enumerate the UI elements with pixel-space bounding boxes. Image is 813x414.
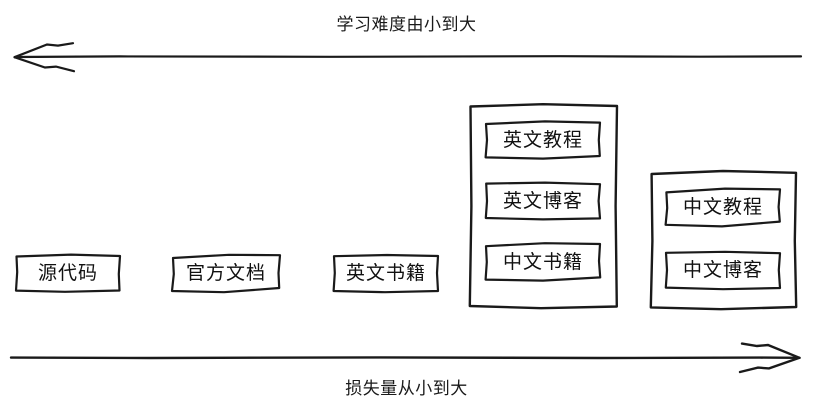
node-english-blog[interactable]: 英文博客: [483, 180, 603, 222]
node-chinese-tutorial[interactable]: 中文教程: [663, 186, 783, 229]
node-label: 官方文档: [185, 262, 266, 284]
arrow-left-icon: [13, 42, 803, 73]
group-english-resources: 英文教程 英文博客 中文书籍: [467, 102, 620, 310]
node-outline: [664, 187, 782, 228]
node-label: 中文博客: [682, 259, 763, 281]
node-outline: [14, 253, 122, 293]
node-source-code[interactable]: 源代码: [13, 252, 123, 294]
top-axis-arrow: [13, 42, 803, 73]
node-english-tutorial[interactable]: 英文教程: [483, 119, 603, 161]
node-outline: [484, 242, 602, 282]
node-label: 中文书籍: [502, 250, 583, 273]
node-label: 英文书籍: [345, 262, 426, 284]
arrow-right-icon: [9, 342, 801, 374]
node-label: 英文博客: [502, 189, 583, 212]
top-axis-label: 学习难度由小到大: [336, 15, 477, 35]
node-outline: [484, 181, 602, 221]
node-english-books[interactable]: 英文书籍: [331, 253, 441, 294]
group-chinese-resources: 中文教程 中文博客: [648, 169, 799, 311]
node-label: 源代码: [37, 261, 98, 284]
node-outline: [484, 120, 602, 160]
node-label: 中文教程: [682, 196, 763, 218]
node-outline: [170, 253, 282, 294]
bottom-axis-label: 损失量从小到大: [345, 379, 468, 399]
node-label: 英文教程: [502, 128, 583, 151]
node-chinese-blog[interactable]: 中文博客: [663, 249, 783, 292]
node-chinese-books[interactable]: 中文书籍: [483, 241, 603, 283]
node-outline: [332, 253, 440, 294]
node-official-docs[interactable]: 官方文档: [169, 252, 283, 295]
node-outline: [664, 250, 782, 291]
